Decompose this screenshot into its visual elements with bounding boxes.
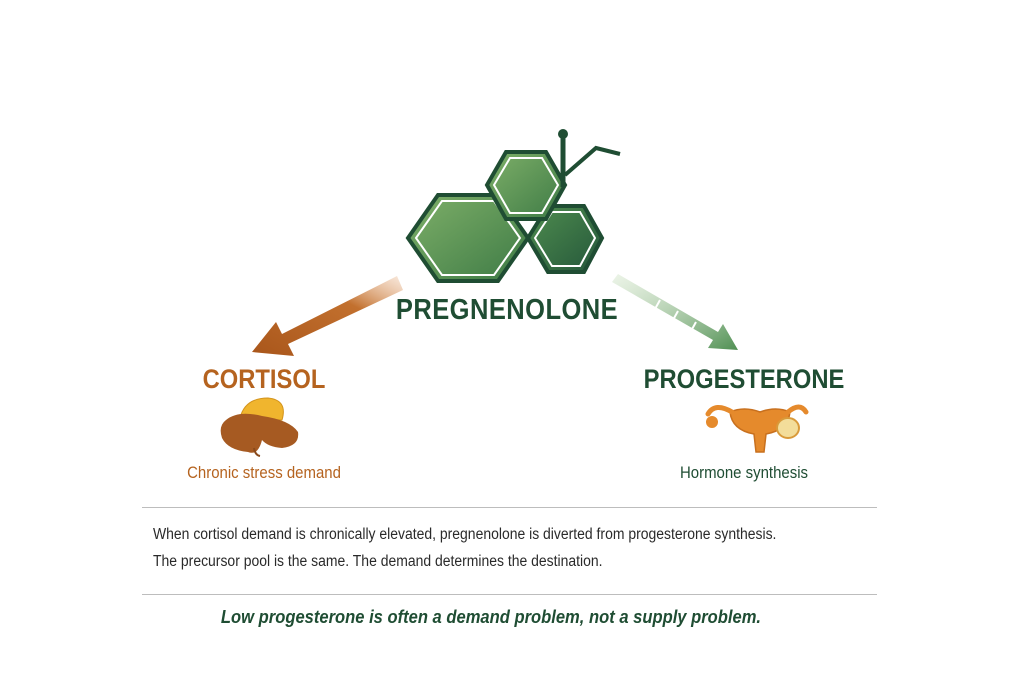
adrenal-gland-icon xyxy=(220,397,299,457)
progesterone-label: PROGESTERONE xyxy=(643,364,845,394)
divider-bottom xyxy=(142,594,877,595)
progesterone-subtitle: Hormone synthesis xyxy=(679,463,809,482)
divider-top xyxy=(142,507,877,508)
arrow-to-cortisol xyxy=(252,276,403,356)
pregnenolone-label: PREGNENOLONE xyxy=(395,294,619,326)
arrow-to-progesterone xyxy=(612,274,738,350)
explanation-line-1: When cortisol demand is chronically elev… xyxy=(153,526,777,543)
explanation-line-2: The precursor pool is the same. The dema… xyxy=(153,553,603,570)
cortisol-subtitle: Chronic stress demand xyxy=(187,463,341,482)
takeaway-statement: Low progesterone is often a demand probl… xyxy=(220,607,762,627)
cortisol-label: CORTISOL xyxy=(202,364,326,394)
uterus-icon xyxy=(705,404,809,453)
steroid-molecule-icon xyxy=(405,129,621,283)
